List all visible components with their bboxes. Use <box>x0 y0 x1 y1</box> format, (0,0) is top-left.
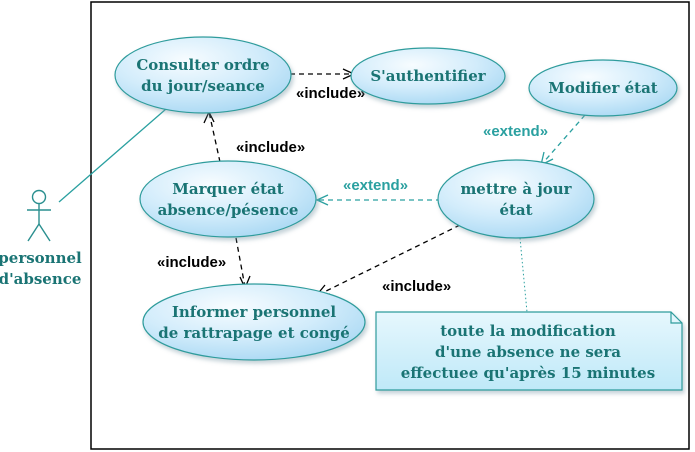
actor-figure <box>27 189 51 242</box>
use-case-label: Consulter ordre <box>136 56 269 74</box>
extend-mettre-marquer: «extend» <box>315 177 441 206</box>
extend-label: «extend» <box>483 123 548 140</box>
note-line: effectuee qu'après 15 minutes <box>401 364 655 382</box>
extend-modifier-mettre: «extend» <box>483 114 586 167</box>
use-case-label: absence/pésence <box>158 201 299 219</box>
include-label: «include» <box>157 254 226 271</box>
use-case-label: de rattrapage et congé <box>158 324 350 342</box>
use-case-label: mettre à jour <box>460 180 572 198</box>
use-case-marquer: Marquer état absence/pésence <box>139 160 317 238</box>
use-case-label: du jour/seance <box>141 77 265 95</box>
note-line: toute la modification <box>440 322 616 340</box>
include-label: «include» <box>382 278 451 295</box>
use-case-mettre: mettre à jour état <box>437 159 595 239</box>
use-case-authentifier: S'authentifier <box>350 47 506 105</box>
use-case-modifier: Modifier état <box>528 59 678 117</box>
extend-label: «extend» <box>343 177 408 194</box>
actor-label: d'absence <box>0 270 81 288</box>
actor-label: personnel <box>0 249 82 267</box>
include-label: «include» <box>236 139 305 156</box>
use-case-label: Informer personnel <box>172 303 337 321</box>
use-case-label: S'authentifier <box>370 67 486 85</box>
use-case-informer: Informer personnel de rattrapage et cong… <box>142 283 366 361</box>
note: toute la modification d'une absence ne s… <box>375 311 683 391</box>
use-case-label: état <box>499 201 532 219</box>
use-case-label: Modifier état <box>548 79 658 97</box>
note-connector <box>519 237 528 313</box>
note-line: d'une absence ne sera <box>435 343 621 361</box>
use-case-label: Marquer état <box>172 180 283 198</box>
association-line <box>58 108 167 203</box>
use-case-consulter: Consulter ordre du jour/seance <box>114 36 292 114</box>
include-label: «include» <box>296 85 365 102</box>
